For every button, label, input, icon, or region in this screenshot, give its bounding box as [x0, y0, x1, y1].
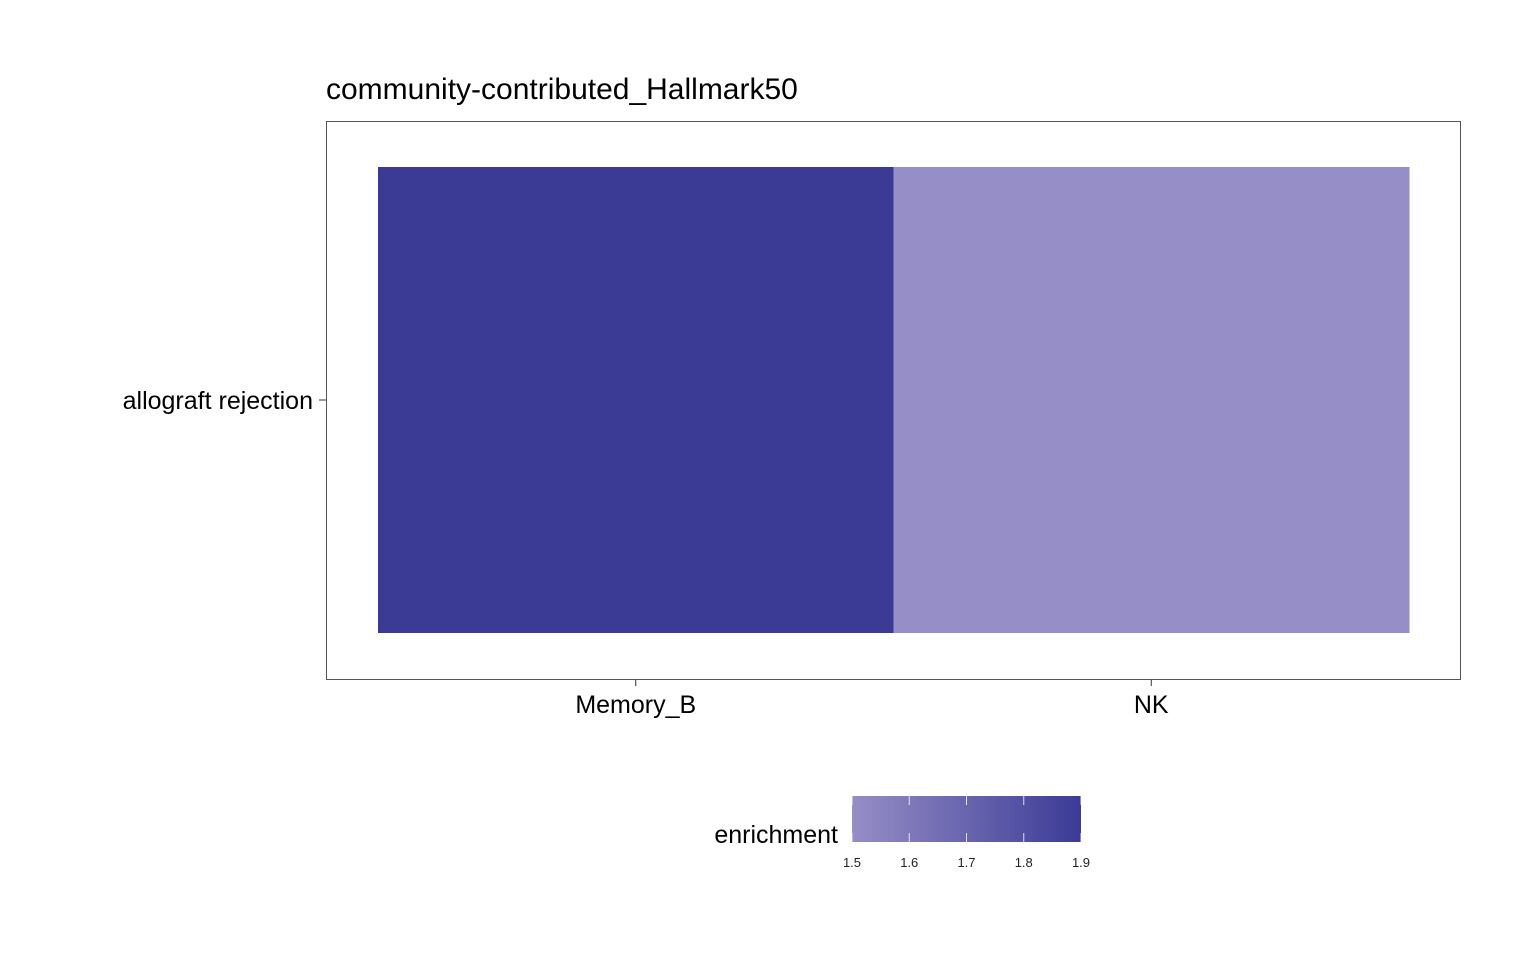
- x-tick-label: NK: [1134, 691, 1169, 719]
- legend-tick-label: 1.5: [843, 855, 861, 870]
- heatmap-cell-memory-b: [378, 167, 894, 633]
- legend-tick-label: 1.9: [1072, 855, 1090, 870]
- legend-title: enrichment: [714, 821, 838, 849]
- y-tick-label: allograft rejection: [123, 387, 313, 415]
- legend-tick-label: 1.7: [957, 855, 975, 870]
- legend-tick-label: 1.8: [1015, 855, 1033, 870]
- heatmap-cell-nk: [893, 167, 1410, 633]
- x-tick-label: Memory_B: [575, 691, 696, 719]
- legend-tick-label: 1.6: [900, 855, 918, 870]
- chart-title: community-contributed_Hallmark50: [326, 73, 798, 106]
- legend: enrichment 1.5 1.6 1.7 1.8 1.9: [714, 796, 1090, 870]
